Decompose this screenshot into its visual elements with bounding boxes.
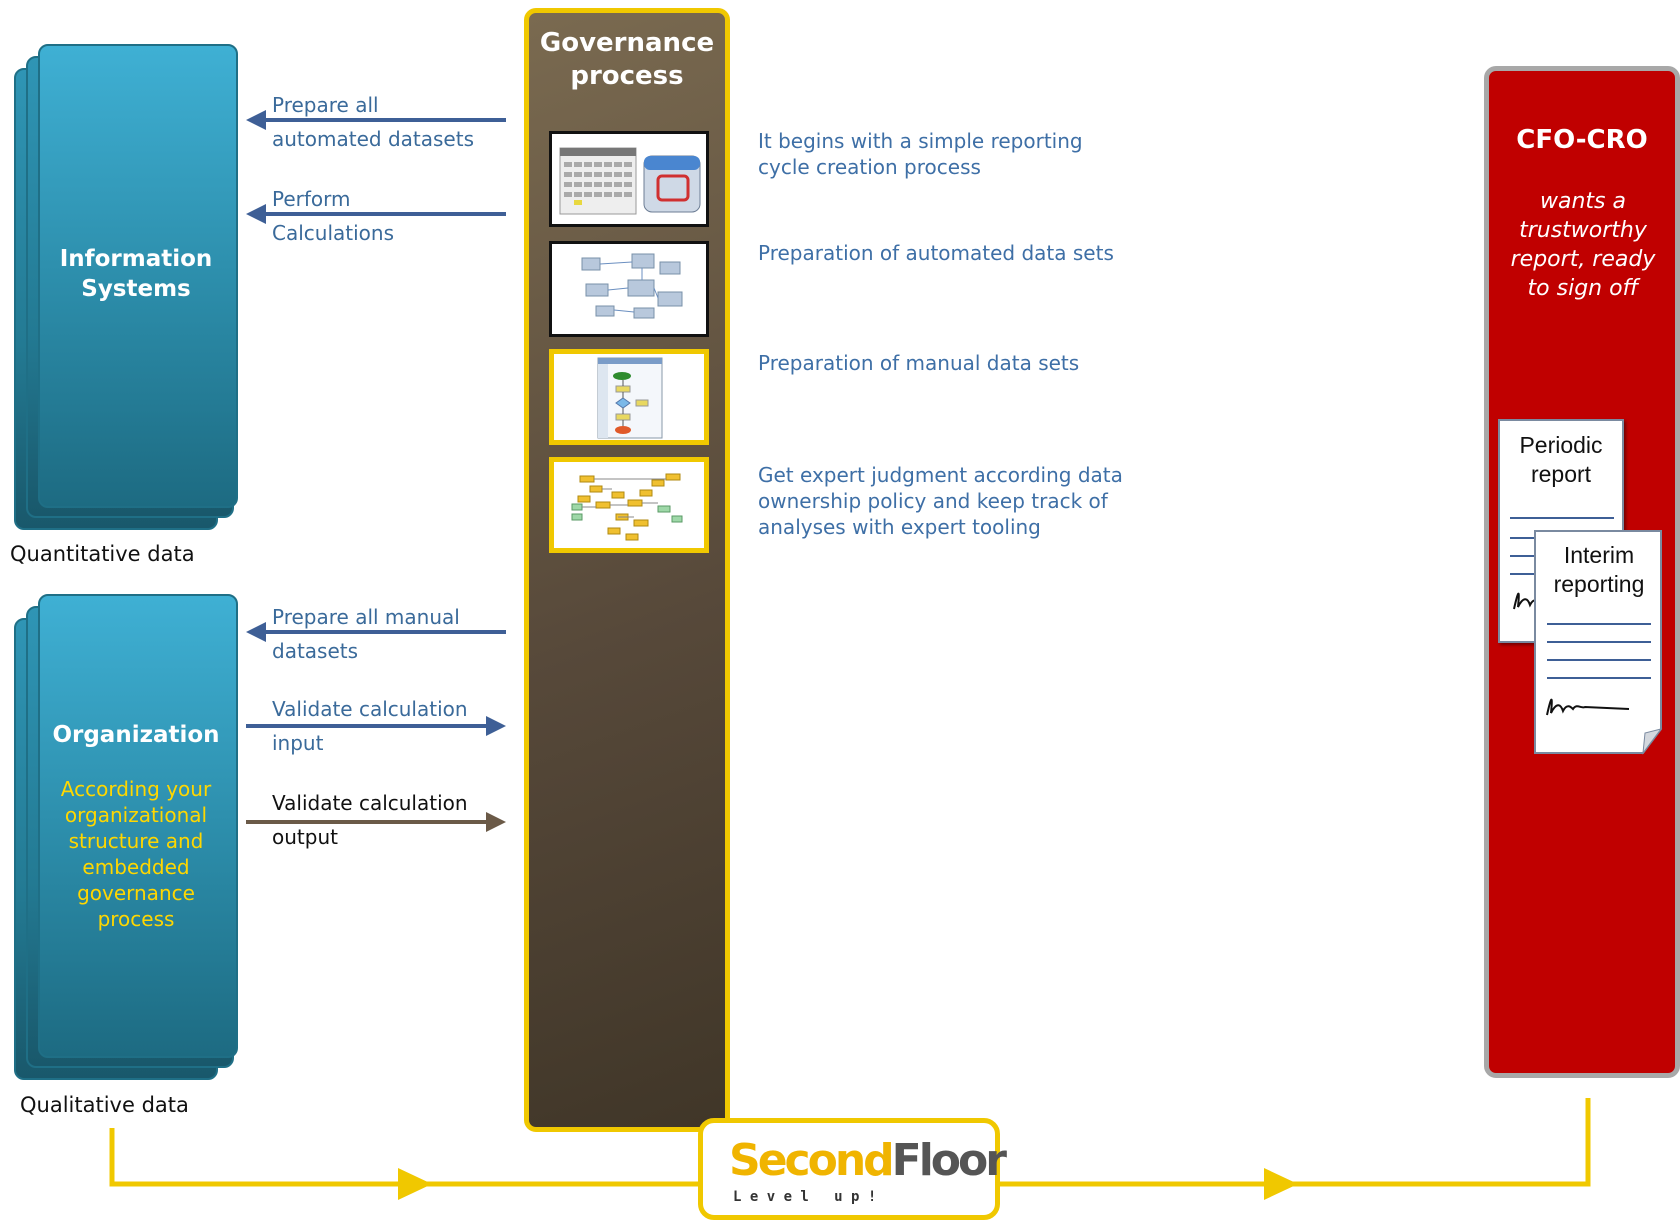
label-line: output bbox=[272, 825, 338, 849]
document-line bbox=[1510, 517, 1614, 519]
calendar-icon bbox=[559, 147, 701, 215]
expert-tooling-thumbnail bbox=[549, 457, 709, 553]
quantitative-data-caption: Quantitative data bbox=[10, 542, 195, 566]
arrow-label-prepare-manual: Prepare all manual datasets bbox=[272, 600, 460, 668]
logo-tagline: L e v e l u p ! bbox=[733, 1189, 877, 1205]
cfo-title: CFO-CRO bbox=[1516, 125, 1648, 155]
step-cycle-creation: It begins with a simple reporting cycle … bbox=[758, 129, 1083, 179]
flow-line bbox=[109, 1098, 1591, 1200]
secondfloor-logo: SecondFloor L e v e l u p ! bbox=[698, 1118, 1007, 1220]
arrow-label-prepare-automated: Prepare all automated datasets bbox=[272, 88, 474, 156]
manual-flowchart-thumbnail bbox=[549, 349, 709, 445]
step-expert-judgment: Get expert judgment according data owner… bbox=[758, 463, 1123, 539]
information-systems-card bbox=[38, 44, 238, 508]
organization-subtitle: According your organizational structure … bbox=[60, 777, 212, 931]
step-manual-data: Preparation of manual data sets bbox=[758, 351, 1080, 375]
arrow-label-validate-output: Validate calculation output bbox=[272, 786, 468, 854]
organization-title: Organization bbox=[52, 722, 220, 748]
governance-process-column: Governance process bbox=[524, 8, 730, 1132]
information-systems-title: Information Systems bbox=[59, 246, 213, 302]
label-line: Validate calculation bbox=[272, 791, 468, 815]
arrow-validate-output bbox=[246, 812, 506, 832]
flowchart-icon bbox=[597, 357, 663, 439]
arrow-prepare-automated bbox=[246, 110, 506, 130]
label-line: Prepare all bbox=[272, 93, 379, 117]
arrow-label-perform-calculations: Perform Calculations bbox=[272, 182, 394, 250]
calendar-thumbnail bbox=[549, 131, 709, 227]
logo-second: Second bbox=[729, 1135, 895, 1186]
label-line: Calculations bbox=[272, 221, 394, 245]
arrow-label-validate-input: Validate calculation input bbox=[272, 692, 468, 760]
organization-card bbox=[38, 594, 238, 1058]
arrow-validate-input bbox=[246, 716, 506, 736]
interim-reporting-title: Interim reporting bbox=[1553, 542, 1645, 597]
expert-diagram-icon bbox=[571, 473, 683, 541]
cfo-cro-column: CFO-CRO wants a trustworthy report, read… bbox=[1484, 66, 1680, 1078]
logo-wordmark: SecondFloor bbox=[729, 1135, 1007, 1187]
label-line: datasets bbox=[272, 639, 359, 663]
interim-reporting-document bbox=[1534, 530, 1663, 755]
label-line: input bbox=[272, 731, 324, 755]
periodic-report-title: Periodic report bbox=[1519, 432, 1603, 487]
arrow-prepare-manual bbox=[246, 622, 506, 642]
flow-diagram-icon bbox=[581, 253, 683, 319]
label-line: Perform bbox=[272, 187, 351, 211]
label-line: automated datasets bbox=[272, 127, 474, 151]
cfo-subtitle: wants a trustworthy report, ready to sig… bbox=[1510, 189, 1656, 301]
label-line: Validate calculation bbox=[272, 697, 468, 721]
data-flow-thumbnail bbox=[549, 241, 709, 337]
arrow-perform-calculations bbox=[246, 204, 506, 224]
governance-title: Governance process bbox=[539, 28, 715, 91]
logo-floor: Floor bbox=[891, 1135, 1007, 1186]
qualitative-data-caption: Qualitative data bbox=[20, 1093, 189, 1117]
step-automated-data: Preparation of automated data sets bbox=[758, 241, 1114, 265]
label-line: Prepare all manual bbox=[272, 605, 460, 629]
